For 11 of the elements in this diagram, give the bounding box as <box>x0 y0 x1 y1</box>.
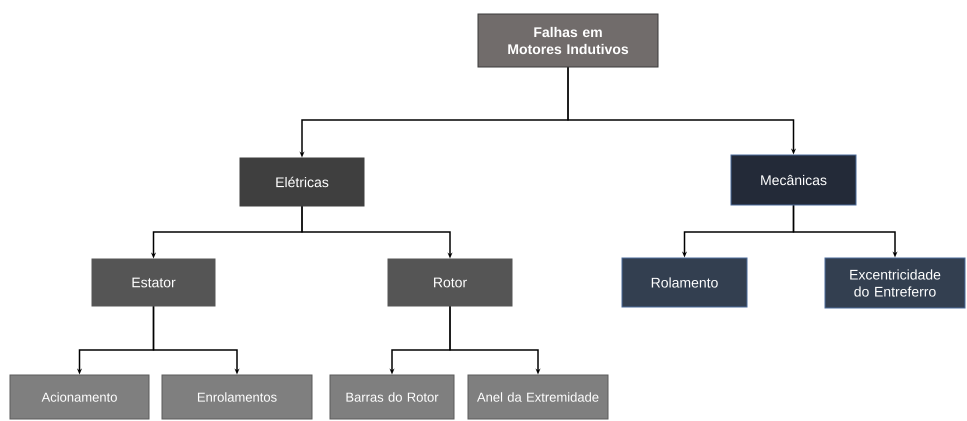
category-box: Anel da Extremidade <box>468 374 608 420</box>
category-box: Falhas em Motores Indutivos <box>478 14 658 68</box>
category-box: Mecânicas <box>730 154 856 206</box>
category-box: Rotor <box>388 258 512 306</box>
category-box: Enrolamentos <box>162 374 312 420</box>
category-box: Excentricidade do Entreferro <box>824 258 966 308</box>
category-box: Rolamento <box>622 258 748 308</box>
category-box: Barras do Rotor <box>330 374 454 420</box>
category-box: Acionamento <box>10 374 150 420</box>
category-box: Elétricas <box>240 158 364 206</box>
category-box: Estator <box>92 258 216 306</box>
